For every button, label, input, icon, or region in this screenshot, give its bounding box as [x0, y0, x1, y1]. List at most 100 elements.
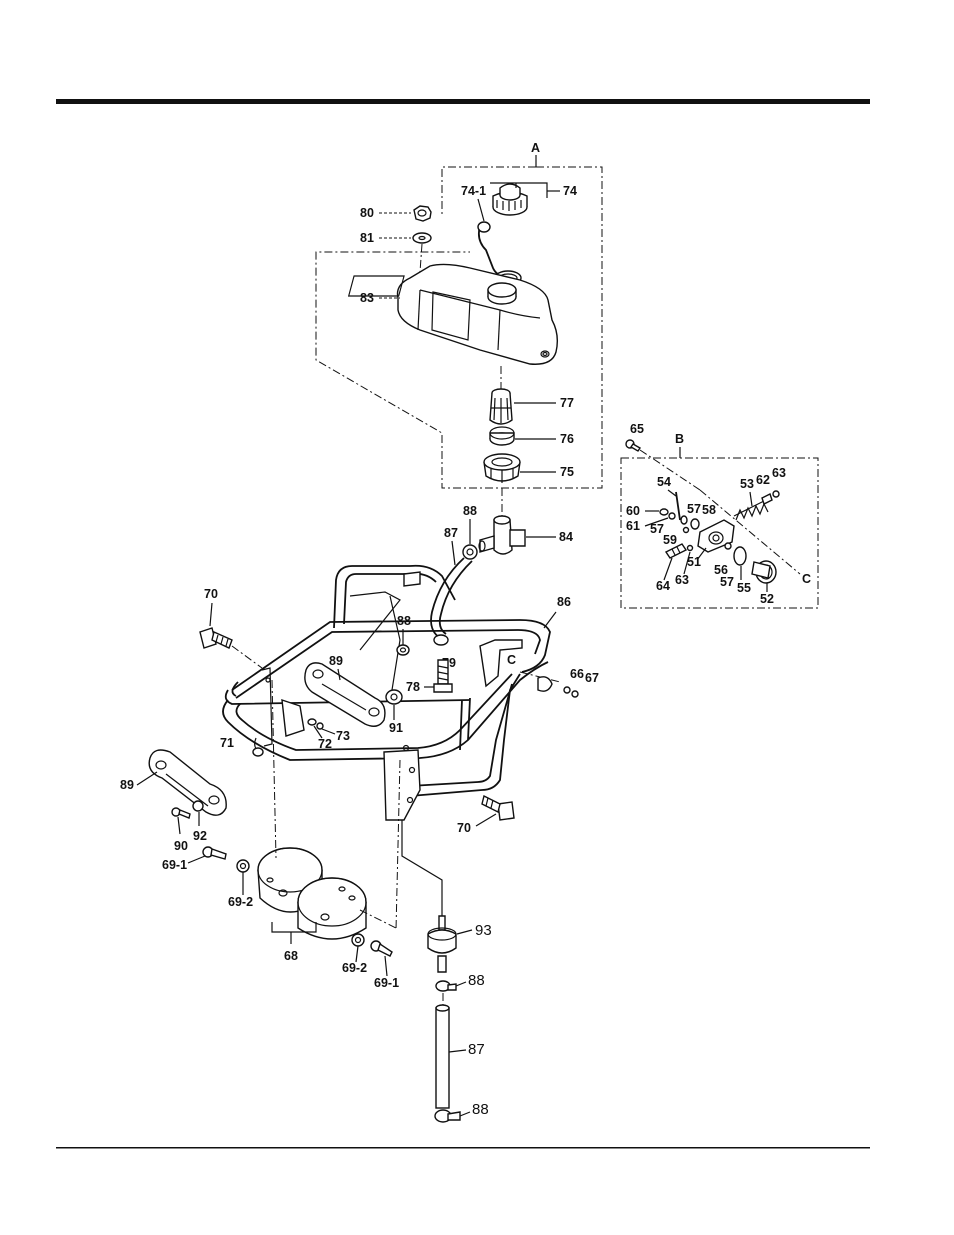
oring-57-a	[681, 516, 687, 524]
part-label-69-1-right: 69-1	[374, 976, 399, 990]
group-label-c-detail: C	[802, 572, 811, 586]
footer-rule	[56, 1147, 870, 1149]
oring-62	[762, 494, 772, 504]
part-label-88-filter: 88	[468, 972, 485, 989]
part-label-84: 84	[559, 530, 573, 544]
nut-60	[660, 509, 668, 515]
gasket-55	[734, 547, 746, 565]
group-label-a: A	[531, 141, 540, 155]
part-label-76: 76	[560, 432, 574, 446]
oring-59	[684, 528, 689, 533]
part-label-54: 54	[657, 475, 671, 489]
group-label-c-frame: C	[507, 653, 516, 667]
part-label-75: 75	[560, 465, 574, 479]
strainer-nut-75	[484, 454, 520, 483]
bolt-70-top	[200, 628, 232, 648]
part-label-89-frame: 89	[329, 654, 343, 668]
cap-strap	[479, 226, 506, 278]
fuel-filter-93	[428, 916, 456, 972]
fuel-strainer	[490, 389, 512, 424]
grommet-71	[253, 748, 263, 756]
fuel-cock-detail-group: B C 65 54 53 62 63 60 61	[621, 422, 818, 608]
hose-clamp-mid	[397, 645, 409, 655]
part-label-72: 72	[318, 737, 332, 751]
part-label-67: 67	[585, 671, 599, 685]
part-label-88-mid: 88	[397, 614, 411, 628]
part-label-73: 73	[336, 729, 350, 743]
gasket-76	[490, 427, 514, 445]
part-label-70-bottom: 70	[457, 821, 471, 835]
screw-65	[626, 440, 640, 451]
part-label-63-bottom: 63	[675, 573, 689, 587]
fuel-cock-knob-52	[752, 561, 776, 583]
part-label-63-top: 63	[772, 466, 786, 480]
part-label-65: 65	[630, 422, 644, 436]
part-label-83: 83	[360, 291, 374, 305]
nut-80	[414, 206, 431, 221]
washer-61	[669, 513, 675, 519]
part-label-87-top: 87	[444, 526, 458, 540]
ball-63-b	[688, 546, 693, 551]
fuel-cap	[493, 184, 527, 215]
washer-92	[193, 801, 203, 811]
part-label-52: 52	[760, 592, 774, 606]
nut-73	[317, 723, 323, 729]
part-label-88-top: 88	[463, 504, 477, 518]
part-label-57-c: 57	[720, 575, 734, 589]
part-label-57-b: 57	[650, 522, 664, 536]
hose-clamp-88-bottom	[435, 1110, 460, 1122]
part-label-69-1-left: 69-1	[162, 858, 187, 872]
part-label-71: 71	[220, 736, 234, 750]
part-label-68: 68	[284, 949, 298, 963]
seal-58	[691, 519, 699, 529]
part-label-88-bottom: 88	[472, 1101, 489, 1118]
part-label-61: 61	[626, 519, 640, 533]
washer-81	[413, 233, 431, 243]
fuel-hose-upper	[431, 558, 464, 638]
washer-72	[308, 719, 316, 725]
part-label-69-2-left: 69-2	[228, 895, 253, 909]
part-label-80: 80	[360, 206, 374, 220]
part-label-74: 74	[563, 184, 577, 198]
screw-90	[172, 808, 190, 818]
part-label-91: 91	[389, 721, 403, 735]
part-label-64: 64	[656, 579, 670, 593]
part-label-57-a: 57	[687, 502, 701, 516]
fuel-tank-group: A 74 74-1 80	[316, 141, 602, 516]
part-label-86: 86	[557, 595, 571, 609]
washer-69-2-left	[237, 860, 249, 872]
part-label-89: 89	[120, 778, 134, 792]
bolt-70-bottom	[482, 796, 514, 820]
mount-bar-89	[149, 750, 226, 815]
part-label-77: 77	[560, 396, 574, 410]
part-label-59: 59	[663, 533, 677, 547]
bushing-91	[386, 690, 402, 704]
fuel-cock	[479, 516, 525, 554]
part-label-87: 87	[468, 1041, 485, 1058]
part-label-78: 78	[406, 680, 420, 694]
fuel-tank	[349, 264, 558, 364]
rubber-mount-68-right	[298, 878, 366, 939]
part-label-66: 66	[570, 667, 584, 681]
washer-69-2-right	[352, 934, 364, 946]
part-label-69-2-right: 69-2	[342, 961, 367, 975]
part-label-93: 93	[475, 922, 492, 939]
fuel-hose-87	[436, 1005, 449, 1108]
header-rule	[56, 99, 870, 104]
part-label-70-top: 70	[204, 587, 218, 601]
part-label-62: 62	[756, 473, 770, 487]
part-label-60: 60	[626, 504, 640, 518]
part-label-92: 92	[193, 829, 207, 843]
part-label-81: 81	[360, 231, 374, 245]
group-label-b: B	[675, 432, 684, 446]
mount-bar-89-frame	[305, 663, 385, 726]
part-label-74-1: 74-1	[461, 184, 486, 198]
hose-clamp-88-filter	[436, 981, 456, 991]
bolt-69-1-right	[371, 941, 392, 956]
part-label-55: 55	[737, 581, 751, 595]
part-label-58: 58	[702, 503, 716, 517]
part-label-90: 90	[174, 839, 188, 853]
washer-56	[725, 543, 731, 549]
